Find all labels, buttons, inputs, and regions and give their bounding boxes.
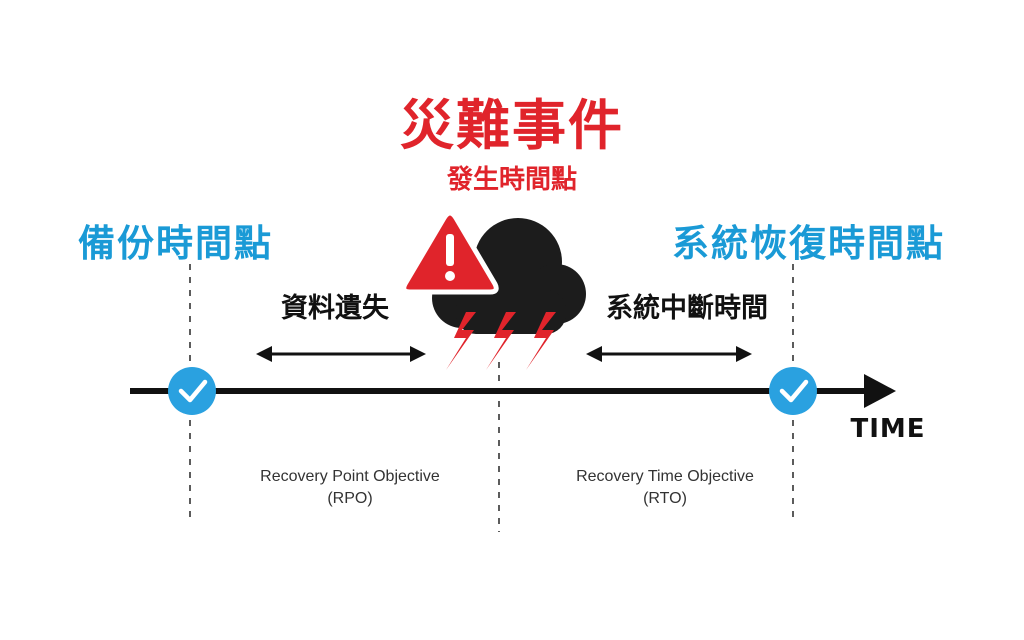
recovery-point-label: 系統恢復時間點: [672, 222, 945, 265]
rpo-label: Recovery Point Objective: [260, 468, 440, 485]
disaster-title: 災難事件: [400, 94, 624, 157]
rto-label: Recovery Time Objective: [576, 468, 754, 485]
lightning-icon: [446, 312, 556, 370]
disaster-subtitle: 發生時間點: [446, 165, 577, 195]
rto-abbr: (RTO): [643, 490, 687, 507]
data-loss-label: 資料遺失: [281, 293, 389, 324]
arrow-right-icon: [864, 374, 896, 408]
backup-check-icon: [168, 367, 216, 415]
downtime-arrow: [586, 346, 752, 362]
warning-icon: [401, 210, 499, 295]
data-loss-arrow: [256, 346, 426, 362]
time-axis-label: TIME: [850, 414, 926, 444]
rpo-abbr: (RPO): [327, 490, 373, 507]
recovery-check-icon: [769, 367, 817, 415]
backup-point-label: 備份時間點: [78, 222, 273, 265]
downtime-label: 系統中斷時間: [606, 293, 768, 324]
